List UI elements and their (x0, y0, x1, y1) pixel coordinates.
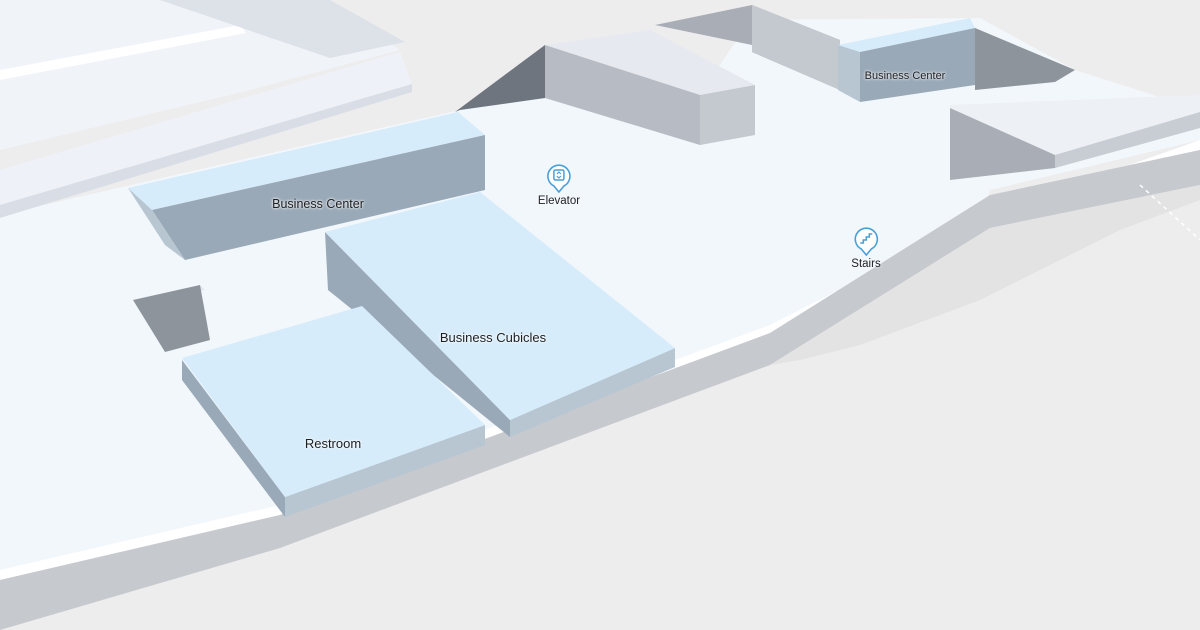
business-center-left-side (128, 188, 185, 260)
business-center-top-roof (838, 18, 975, 52)
ne-wall-top (950, 95, 1200, 155)
business-center-left-roof (128, 112, 485, 210)
adjacent-building-wall (160, 0, 405, 58)
business-cubicles-roof[interactable] (325, 192, 675, 420)
connector-walkway-edge (0, 84, 412, 218)
top-wall-top (545, 30, 755, 95)
room-label-business-center-top: Business Center (864, 70, 946, 82)
restroom-front (285, 425, 485, 517)
restroom-side (182, 360, 285, 517)
restroom-roof[interactable] (182, 306, 485, 497)
top-wall-back-face (752, 5, 840, 90)
poi-elevator[interactable]: Elevator (538, 163, 580, 207)
stairs-icon (854, 227, 878, 256)
business-cubicles-front (510, 348, 675, 437)
connector-walkway (0, 52, 412, 205)
business-cubicles-side (325, 232, 510, 437)
business-center-top-side (838, 45, 860, 102)
elevator-label: Elevator (537, 195, 581, 207)
partition-wall-face (133, 285, 210, 352)
business-center-top-front[interactable] (860, 28, 975, 102)
ne-wall-face (950, 108, 1055, 180)
ne-wall-side (1055, 112, 1200, 168)
property-boundary-line (1139, 184, 1200, 241)
room-label-business-center-left: Business Center (272, 197, 364, 211)
exterior-wall-shadow (770, 185, 1200, 365)
room-label-restroom: Restroom (304, 436, 362, 451)
business-center-left-front[interactable] (152, 135, 485, 260)
top-wall-right (700, 85, 755, 145)
top-wall-left-face (455, 45, 545, 112)
top-wall-right-block (975, 28, 1075, 90)
adjacent-building-path (0, 25, 246, 80)
elevator-icon (547, 164, 571, 193)
stairs-label: Stairs (851, 258, 881, 270)
top-wall-front (545, 45, 700, 145)
poi-stairs[interactable]: Stairs (851, 226, 881, 270)
room-label-business-cubicles: Business Cubicles (439, 330, 547, 345)
